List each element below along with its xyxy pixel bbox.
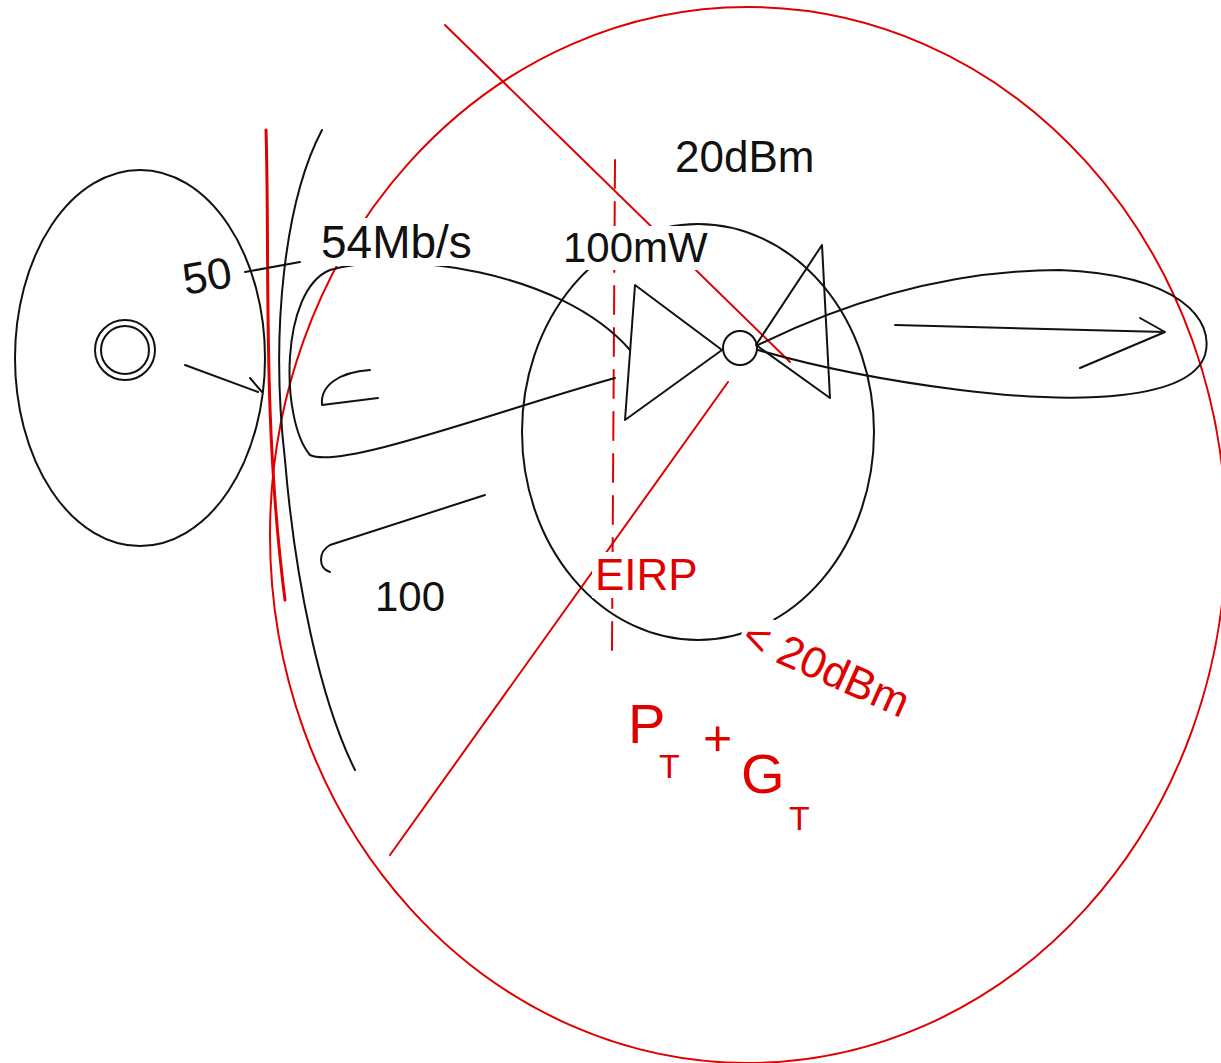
power-label: 100mW (560, 226, 711, 270)
radiation-lobe (290, 263, 630, 458)
distance-label: 100 (372, 575, 448, 619)
limit-label: < 20dBm (733, 610, 919, 727)
eirp-label: EIRP (592, 552, 701, 598)
radiation-lobe (758, 270, 1207, 398)
client-area (15, 170, 265, 546)
access-point-area (522, 224, 874, 640)
antenna-symbol (723, 331, 757, 365)
coverage-circle (270, 7, 1221, 1063)
power-label: 20dBm (672, 134, 817, 180)
leader-line (245, 262, 300, 272)
boundary-line (266, 130, 285, 600)
rate-label: 54Mb/s (318, 218, 475, 266)
formula-subscript: T (786, 800, 813, 836)
formula-operator: + (700, 712, 735, 764)
pointer-line (185, 365, 262, 392)
formula-term: P (625, 695, 668, 753)
formula-subscript: T (656, 748, 683, 784)
formula-term: G (738, 745, 788, 803)
lobe-mark (322, 370, 378, 405)
bracket-mark (321, 495, 485, 572)
count-label: 50 (176, 248, 238, 303)
direction-arrow (895, 318, 1165, 368)
antenna-symbol (756, 245, 830, 398)
client-device (95, 320, 155, 380)
antenna-symbol (625, 285, 722, 420)
client-device (101, 326, 149, 374)
diagonal-line (445, 25, 790, 362)
